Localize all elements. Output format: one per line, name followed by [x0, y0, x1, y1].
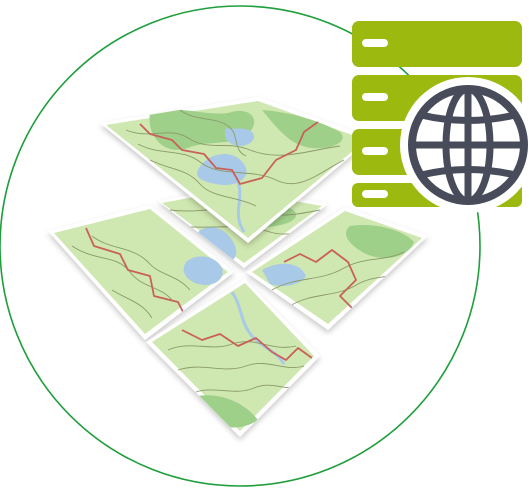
server-unit-1: [352, 21, 522, 67]
map-tile-stack-icon: [48, 97, 428, 437]
server-slot-2: [362, 93, 388, 101]
map-tile-bottom: [146, 279, 320, 437]
server-slot-1: [362, 39, 388, 47]
map-tile-right: [246, 207, 428, 330]
server-slot-3: [362, 147, 388, 155]
globe-icon: [400, 77, 529, 213]
map-tile-left: [48, 205, 234, 340]
server-slot-4: [362, 190, 388, 198]
map-tile-top: [100, 97, 372, 243]
